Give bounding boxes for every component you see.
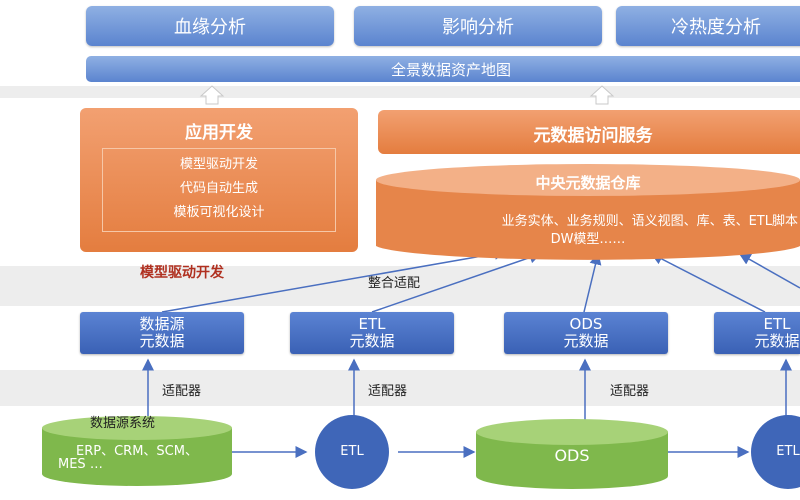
link-etl2-meta-repo (650, 253, 766, 313)
asset-map-bar: 全景数据资产地图 (86, 56, 800, 82)
up-arrow-right (589, 85, 615, 105)
band-gap (0, 266, 800, 306)
meta-line1: ETL (763, 315, 791, 333)
adapter-label: 适配器 (368, 384, 408, 399)
meta-line2: 元数据 (754, 332, 800, 350)
link-edge-repo (738, 253, 800, 289)
ods-label: ODS (554, 446, 590, 465)
source-cylinder-shape (42, 416, 232, 486)
etl2-circle-shape (751, 415, 800, 489)
repo-desc-line2: DW模型…… (550, 232, 626, 247)
impact-analysis: 影响分析 (354, 6, 602, 46)
service-title: 元数据访问服务 (533, 126, 653, 146)
source-line2: MES … (58, 457, 103, 472)
app-dev-item: 代码自动生成 (179, 181, 258, 196)
app-dev-caption: 模型驱动开发 (140, 265, 224, 281)
link-ods-meta-repo (583, 252, 602, 313)
datasource-meta-box: 数据源 元数据 (80, 312, 244, 354)
repo-cylinder-shape (376, 164, 800, 260)
source-title: 数据源系统 (90, 416, 156, 431)
etl2-circle-label: ETL (776, 444, 800, 459)
link-etl-meta-repo (371, 251, 542, 313)
integrate-label: 整合适配 (368, 276, 421, 291)
adapter-label: 适配器 (610, 384, 650, 399)
repo-desc-line1: 业务实体、业务规则、语义视图、库、表、ETL脚本 (501, 214, 798, 229)
adapter-label: 适配器 (162, 384, 202, 399)
etl-circle-shape (315, 415, 389, 489)
app-dev-title: 应用开发 (185, 123, 253, 143)
up-arrow-left (199, 85, 225, 105)
hotcold-analysis: 冷热度分析 (616, 6, 800, 46)
meta-line1: ODS (569, 315, 603, 333)
ods-meta-box: ODS 元数据 (504, 312, 668, 354)
repo-title: 中央元数据仓库 (535, 174, 641, 192)
lineage-analysis: 血缘分析 (86, 6, 334, 46)
app-dev-items: 模型驱动开发 代码自动生成 模板可视化设计 (102, 148, 336, 232)
app-dev-item: 模板可视化设计 (173, 205, 265, 220)
source-line1: ERP、CRM、SCM、 (76, 444, 198, 459)
app-dev-item: 模型驱动开发 (179, 157, 258, 172)
ods-cylinder-shape (476, 419, 668, 489)
meta-line1: 数据源 (139, 315, 185, 333)
band-adapter (0, 370, 800, 406)
etl-meta-box: ETL 元数据 (290, 312, 454, 354)
meta-line2: 元数据 (563, 332, 609, 350)
meta-line2: 元数据 (349, 332, 395, 350)
meta-line2: 元数据 (139, 332, 185, 350)
app-dev-box: 应用开发 模型驱动开发 代码自动生成 模板可视化设计 (80, 108, 358, 252)
etl2-meta-box: ETL 元数据 (714, 312, 800, 354)
meta-line1: ETL (358, 315, 386, 333)
etl-circle-label: ETL (340, 444, 364, 459)
service-box: 元数据访问服务 (378, 110, 800, 154)
link-ds-meta-repo (161, 247, 507, 313)
